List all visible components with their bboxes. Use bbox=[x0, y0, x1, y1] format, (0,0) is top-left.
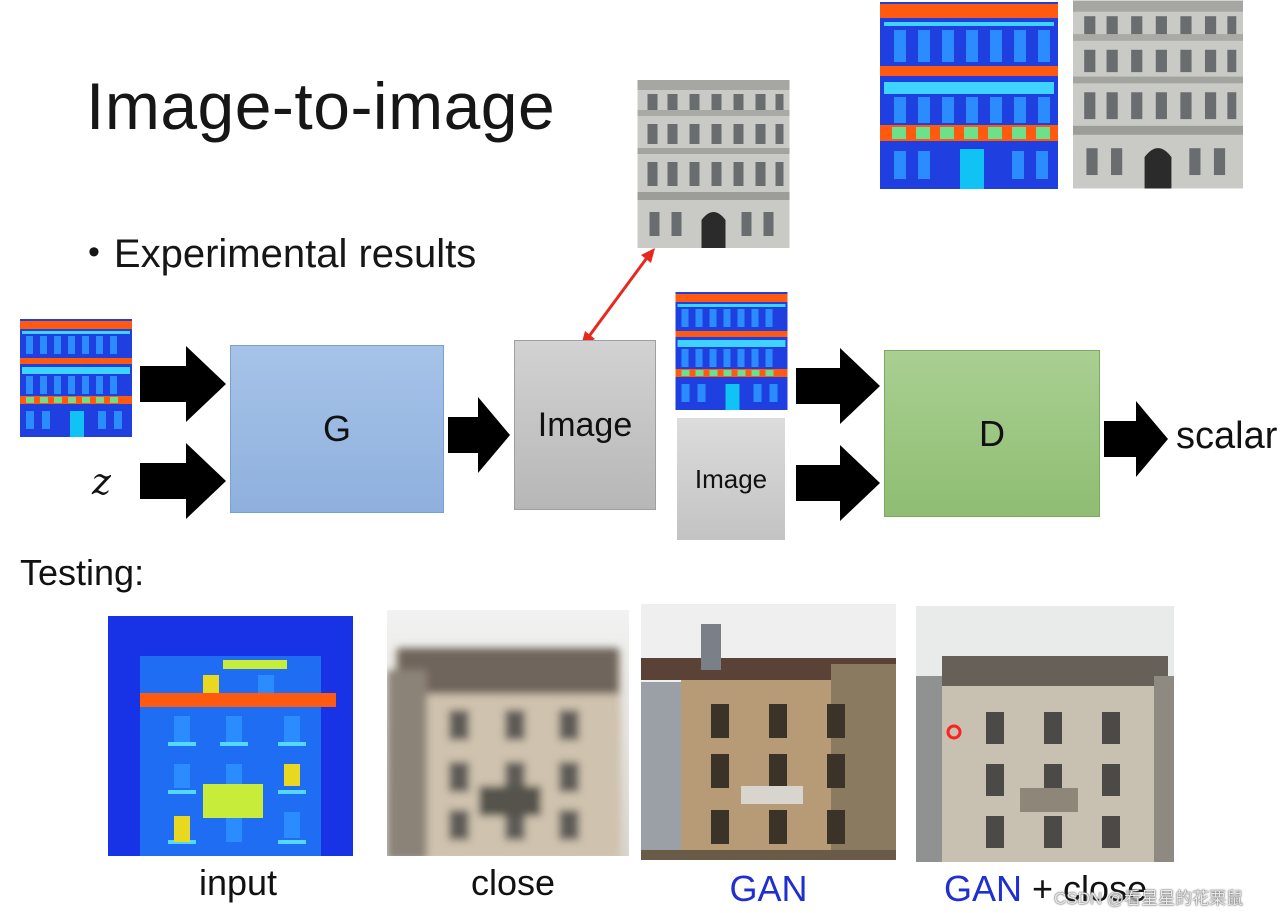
generator-label: G bbox=[322, 408, 351, 449]
gan-close-result-image bbox=[916, 606, 1174, 862]
discriminator-box: D bbox=[884, 350, 1100, 517]
compare-red-arrow bbox=[581, 248, 655, 346]
close-result-image bbox=[387, 610, 629, 856]
facade-photo-example bbox=[1073, 0, 1243, 189]
arrow-d-to-scalar bbox=[1104, 401, 1168, 477]
arrow-z-to-g bbox=[140, 443, 226, 519]
image-input-label: Image bbox=[694, 463, 768, 494]
gan-result-image bbox=[641, 604, 896, 860]
facade-label-map-example bbox=[880, 2, 1058, 189]
discriminator-condition-label-map bbox=[675, 292, 788, 410]
arrow-g-to-image bbox=[448, 397, 510, 473]
testing-heading: Testing: bbox=[20, 552, 145, 593]
arrow-condition-to-g bbox=[140, 346, 226, 422]
watermark: CSDN @看星星的花栗鼠 bbox=[1054, 889, 1244, 908]
caption-gan-close-gan: GAN bbox=[944, 868, 1023, 909]
test-input-label-map bbox=[108, 616, 353, 856]
bullet-text: Experimental results bbox=[113, 232, 477, 276]
generated-facade-photo bbox=[637, 80, 790, 248]
bullet-item: • Experimental results bbox=[88, 232, 476, 277]
slide-title: Image-to-image bbox=[86, 69, 556, 143]
generated-image-label: Image bbox=[537, 405, 633, 444]
image-input-box: Image bbox=[677, 418, 785, 540]
caption-gan-close: GAN + close bbox=[944, 868, 1147, 910]
noise-z-label: z bbox=[92, 462, 111, 503]
condition-label-map bbox=[20, 319, 132, 437]
discriminator-label: D bbox=[979, 412, 1005, 454]
caption-close: close bbox=[470, 862, 556, 903]
scalar-output-label: scalar bbox=[1176, 415, 1278, 457]
arrow-condition-to-d bbox=[796, 348, 880, 424]
arrow-image-to-d bbox=[796, 445, 880, 521]
generated-image-box: Image bbox=[514, 340, 656, 510]
caption-gan-close-plus: + close bbox=[1032, 868, 1148, 909]
generator-box: G bbox=[230, 345, 444, 513]
bullet-dot-icon: • bbox=[88, 233, 100, 271]
caption-input: input bbox=[198, 862, 278, 903]
caption-gan: GAN bbox=[729, 868, 808, 909]
